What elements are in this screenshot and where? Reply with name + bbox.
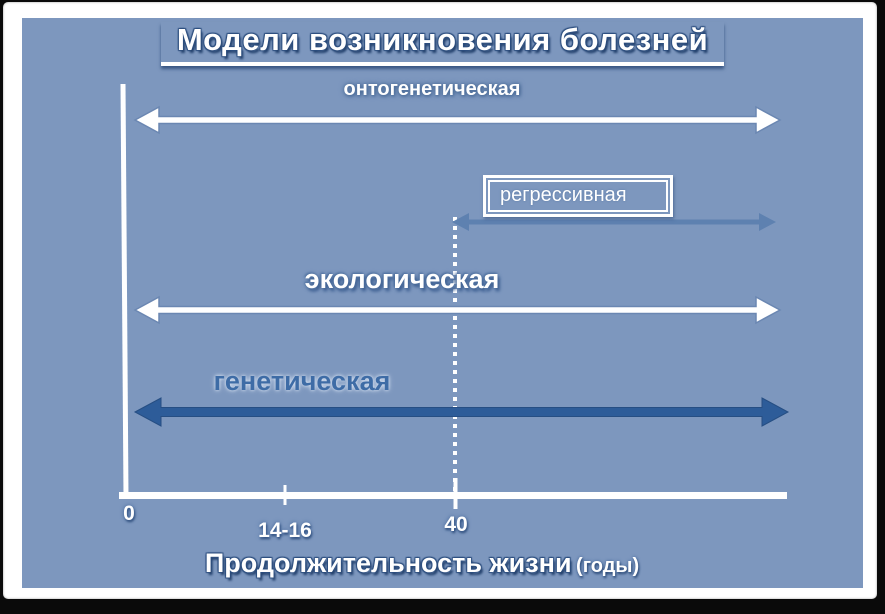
x-axis-title: Продолжительность жизни (годы) [205,548,639,579]
ontogenetic-arrow [133,105,782,135]
regressive-arrow [452,213,776,231]
x-axis-title-main: Продолжительность жизни [204,548,572,578]
axis-tick-14-16 [283,485,287,505]
x-axis-title-unit: (годы) [576,555,640,577]
genetic-arrow [133,397,790,427]
axis-tick-label-40: 40 [444,513,468,536]
title-row: Модели возникновения болезней [22,22,863,66]
axis-tick-40 [453,478,458,509]
y-axis-line [120,83,129,498]
axis-tick-label-14-16: 14-16 [258,519,312,542]
x-axis-line [119,492,787,499]
label-genetic-model: генетическая [213,366,391,396]
label-regressive-model: регрессивная [488,180,668,212]
label-ontogenetic-model: онтогенетическая [343,78,521,100]
axis-tick-label-0: 0 [123,502,135,525]
slide-title: Модели возникновения болезней [160,22,725,66]
diagram-canvas [119,83,790,509]
label-ecological-model: экологическая [304,264,500,294]
slide-background: Модели возникновения болезней онтогенети… [22,18,863,588]
regressive-model-box: регрессивная [483,175,673,217]
slide-margin: Модели возникновения болезней онтогенети… [3,2,877,599]
ecological-arrow [133,295,782,325]
